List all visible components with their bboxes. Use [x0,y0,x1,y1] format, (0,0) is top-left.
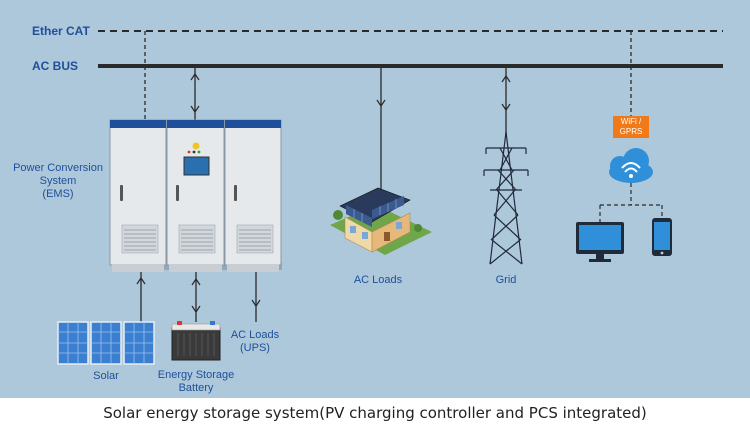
ethercat-label: Ether CAT [32,24,90,38]
acbus-pcs-arrow-up [190,72,200,81]
grid-label: Grid [495,274,517,286]
acbus-grid-arrow-up [501,74,511,83]
ac-loads-label: AC Loads [353,274,403,286]
solar-label: Solar [93,370,119,382]
figure-caption: Solar energy storage system(PV charging … [103,404,647,422]
battery-icon [171,321,221,361]
battery-arrow-up [191,277,201,286]
solar-panels-icon [57,321,155,365]
battery-label-line2: Battery [178,382,214,394]
pcs-cabinets [109,119,282,272]
ups-label-line2: (UPS) [240,342,270,354]
house-icon [330,187,432,255]
monitor-icon [576,222,624,262]
pcs-label-line3: (EMS) [42,188,74,200]
pcs-touchscreen [183,156,210,176]
acbus-grid-arrow-down [501,103,511,112]
grid-pylon-icon [483,131,529,265]
acbus-label: AC BUS [32,59,79,73]
battery-label-line1: Energy Storage [157,369,235,381]
ups-label: AC Loads (UPS) [226,329,284,355]
pcs-label-line1: Power Conversion [13,162,103,174]
ups-label-line1: AC Loads [230,329,280,341]
acbus-loads-arrow [376,99,386,108]
system-diagram [0,0,750,398]
acbus-pcs-arrow-down [190,105,200,114]
pcs-label: Power Conversion System (EMS) [6,162,110,201]
solar-arrow-up [136,276,146,285]
wifi-gprs-badge: WiFi / GPRS [613,116,649,138]
battery-arrow-down [191,305,201,314]
pcs-indicator-light [192,142,200,150]
pcs-label-line2: System [39,175,77,187]
cloud-wifi-icon [609,148,653,183]
phone-icon [652,218,672,256]
ups-arrow-down [251,299,261,308]
wifi-badge-line2: GPRS [619,127,643,136]
wifi-badge-line1: WiFi / [620,117,642,126]
battery-label: Energy Storage Battery [150,369,242,395]
